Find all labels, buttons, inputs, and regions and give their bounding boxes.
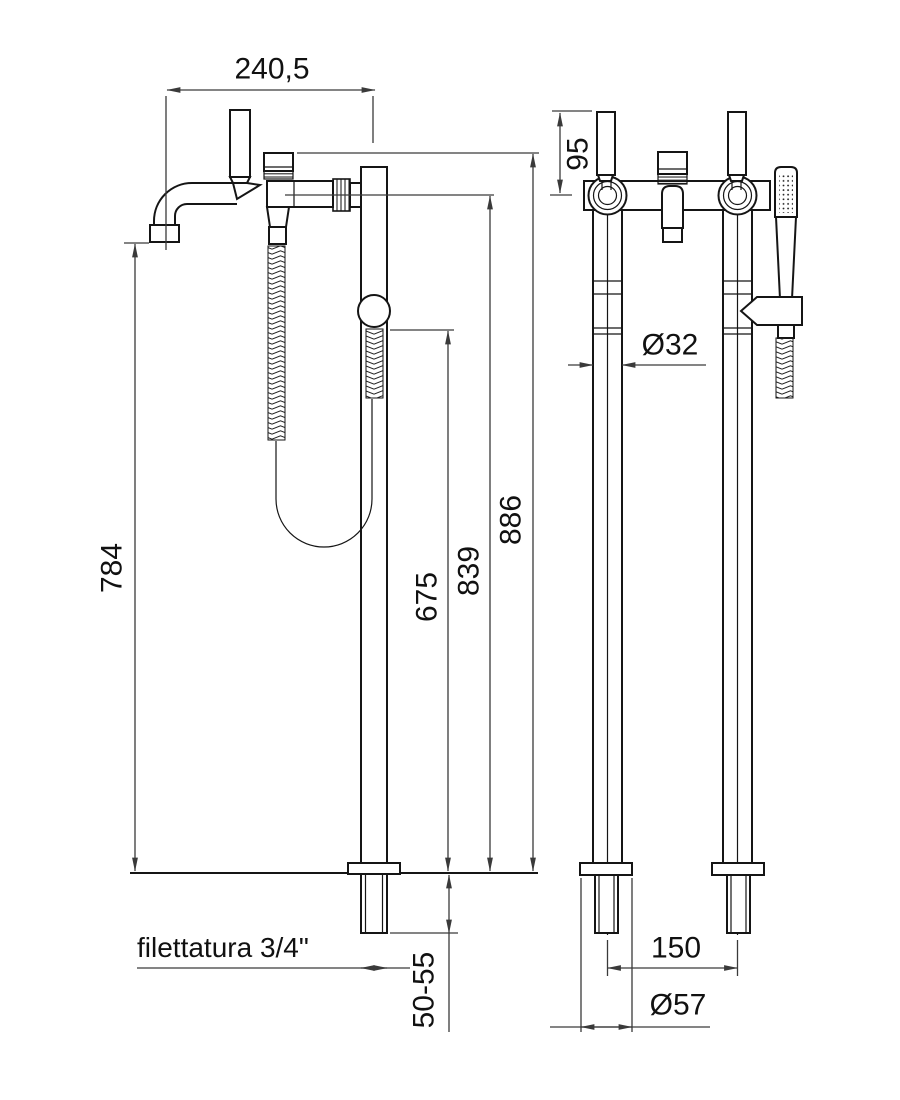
thread-note-label: filettatura 3/4"	[137, 932, 309, 963]
spout-outer-edge	[153, 182, 233, 225]
shower-tail-spring-side	[365, 328, 384, 399]
riser-column-side	[360, 166, 388, 864]
dim-label-column-diameter: Ø32	[642, 329, 699, 362]
hose-loop	[275, 399, 373, 548]
valve-handle-right	[727, 111, 747, 190]
threaded-tail-left	[594, 874, 619, 934]
threaded-tail-right	[726, 874, 751, 934]
lever-handle-side	[229, 109, 251, 178]
spout-front	[661, 185, 684, 229]
dim-label-handle-height: 95	[562, 137, 595, 170]
spout-aerator	[149, 224, 180, 243]
shower-spray-face	[779, 173, 793, 213]
diverter-knob-side	[263, 152, 294, 172]
mixer-body-side	[266, 180, 334, 208]
hose-connector	[265, 206, 291, 228]
front-view	[579, 111, 803, 935]
hose-nut	[777, 324, 795, 339]
shower-hose-spring-front	[775, 337, 794, 399]
dim-label-centers-distance: 150	[651, 932, 701, 965]
spout-inner-edge	[174, 203, 237, 225]
shower-handle	[774, 216, 798, 300]
hand-shower	[739, 166, 803, 399]
shower-bracket	[739, 296, 803, 326]
spout-mouth-front	[662, 227, 683, 243]
diverter-cap-front	[657, 151, 688, 175]
floor-flange-side	[347, 862, 401, 875]
dim-label-body-height: 839	[453, 546, 486, 596]
floor-flange-left	[579, 862, 633, 876]
mixer-front	[657, 151, 688, 243]
dim-label-floor-depth: 50-55	[408, 952, 441, 1029]
shower-holder-knob	[357, 294, 391, 328]
lever-base	[231, 182, 263, 201]
column-joints	[593, 280, 752, 335]
dim-label-spout-height: 784	[96, 543, 129, 593]
dim-label-flange-diameter: Ø57	[650, 989, 707, 1022]
shower-hose-spring-side	[267, 245, 286, 441]
floor-flange-right	[711, 862, 765, 876]
side-view	[130, 109, 538, 934]
dim-label-holder-height: 675	[411, 572, 444, 622]
dim-label-total-height: 886	[495, 495, 528, 545]
valve-handle-left	[596, 111, 616, 190]
dimensions: 240,5 784 675 839 886 50-55 filettatura …	[96, 53, 739, 1032]
diverter-knurl-band	[263, 170, 294, 180]
dim-label-overall-width: 240,5	[234, 53, 309, 86]
